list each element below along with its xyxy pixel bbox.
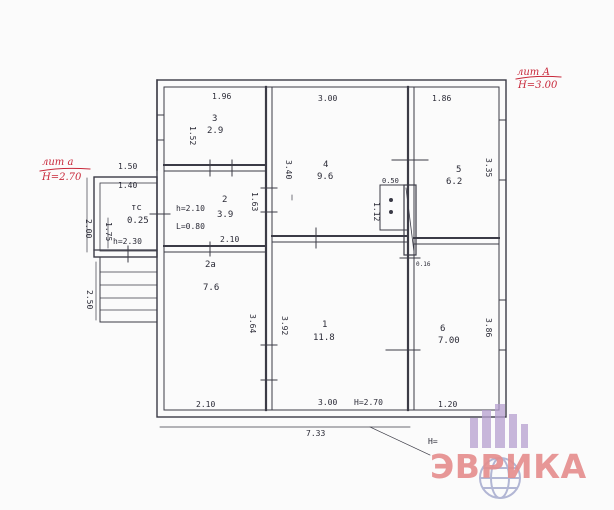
dim-175: 1.75	[104, 222, 113, 242]
room-2a-side-dim: 3.64	[248, 314, 257, 334]
room-tc-side-dim: 2.00	[84, 219, 93, 239]
room-tc-dim-top2: 1.40	[118, 181, 138, 190]
room-1-number: 1	[322, 320, 328, 330]
room-5-top-dim: 1.86	[432, 94, 452, 103]
room-tc-number: тс	[131, 203, 142, 213]
room-4-number: 4	[323, 160, 329, 170]
room-1-bottom-dim: 3.00	[318, 398, 338, 407]
litera-a1-label: лит а	[42, 157, 74, 168]
room-1-area: 11.8	[313, 333, 335, 343]
room-2a-area: 7.6	[203, 283, 220, 293]
dim-h-partial: Н=	[428, 437, 438, 446]
dim-total: 7.33	[306, 429, 326, 438]
room-5-area: 6.2	[446, 177, 463, 187]
room-6-area: 7.00	[438, 336, 460, 346]
room-2a-number: 2а	[205, 260, 216, 270]
porch	[99, 256, 158, 323]
litera-a-height: Н=3.00	[518, 80, 558, 91]
dim-250: 2.50	[85, 290, 94, 310]
room-3-number: 3	[212, 114, 218, 124]
room-2-area: 3.9	[217, 210, 234, 220]
litera-a1-height: Н=2.70	[42, 172, 82, 183]
room-2-side-dim: 1.63	[250, 192, 259, 212]
dim-112: 1.12	[372, 202, 381, 222]
room-2-height: h=2.10	[176, 204, 205, 213]
room-2-extra: L=0.80	[176, 222, 205, 231]
room-tc-dim-top1: 1.50	[118, 162, 138, 171]
litera-a-label: лит А	[517, 67, 551, 78]
room-2a-bottom-dim: 2.10	[196, 400, 216, 409]
room-1-side-dim: 3.92	[280, 316, 289, 336]
room-1-height: Н=2.70	[354, 398, 383, 407]
room-2-number: 2	[222, 195, 228, 205]
room-5-number: 5	[456, 165, 462, 175]
dim-016: 0.16	[416, 261, 431, 268]
room-6-number: 6	[440, 324, 446, 334]
logo-wordmark: ЭВРИКА	[430, 447, 587, 486]
dim-050: 0.50	[382, 177, 399, 185]
room-3-side-dim: 1.52	[188, 126, 197, 146]
room-6-side-dim: 3.86	[484, 318, 493, 338]
room-4-side-dim: 3.40	[284, 160, 293, 180]
room-tc-area: 0.25	[127, 216, 149, 226]
room-3-top-dim: 1.96	[212, 92, 232, 101]
room-6-bottom-dim: 1.20	[438, 400, 458, 409]
logo-globe-icon	[479, 457, 521, 499]
room-2-width-dim: 2.10	[220, 235, 240, 244]
room-3-area: 2.9	[207, 126, 224, 136]
room-tc-height: h=2.30	[113, 237, 142, 246]
stove	[379, 184, 409, 231]
room-5-side-dim: 3.35	[484, 158, 493, 178]
logo-buildings-icon	[470, 404, 528, 448]
room-4-top-dim: 3.00	[318, 94, 338, 103]
room-4-area: 9.6	[317, 172, 334, 182]
